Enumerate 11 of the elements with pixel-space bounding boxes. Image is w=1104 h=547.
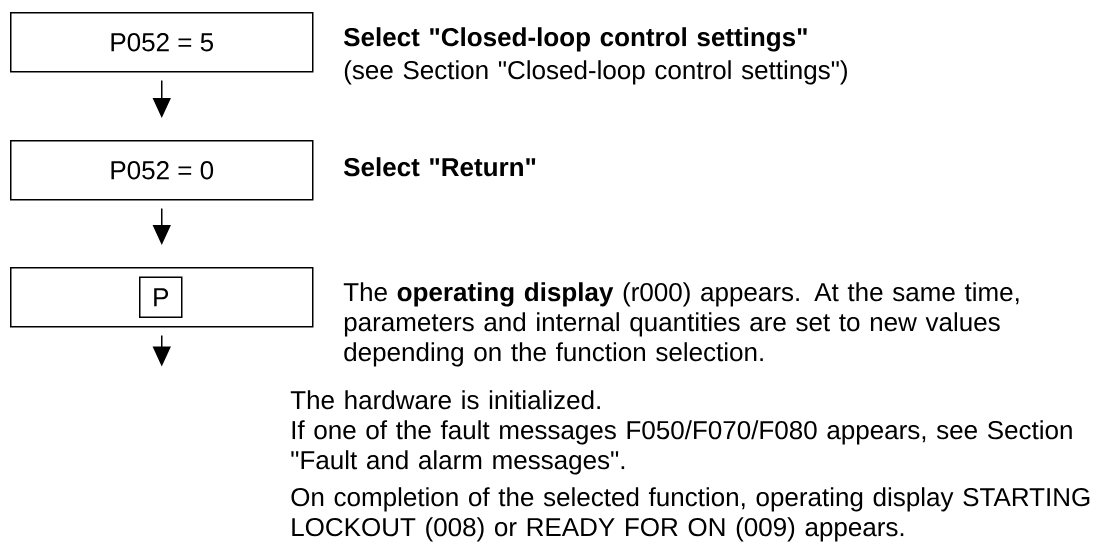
step-description: Select "Closed-loop control settings" (343, 27, 807, 52)
step-description: (see Section "Closed-loop control settings") (344, 60, 847, 85)
note-text: If one of the fault messages F050/F070/F080 appears, see Section "Fault and alarm messages". (291, 420, 1072, 475)
note-text: On completion of the selected function, operating display STARTING LOCKOUT (008) or READY FOR ON (009) appears. (291, 487, 1090, 542)
step-box (10, 267, 314, 328)
step-box: P052 = 0 (10, 140, 314, 201)
step-box: P052 = 5 (10, 12, 314, 73)
note-text: The hardware is initialized. (290, 390, 600, 410)
step-description: Select "Return" (343, 157, 536, 177)
key-box: P (139, 276, 183, 318)
step-description: The operating display (r000) appears. At the same time, parameters and internal quantities are set to new values depending on the function selection. (343, 282, 1019, 367)
